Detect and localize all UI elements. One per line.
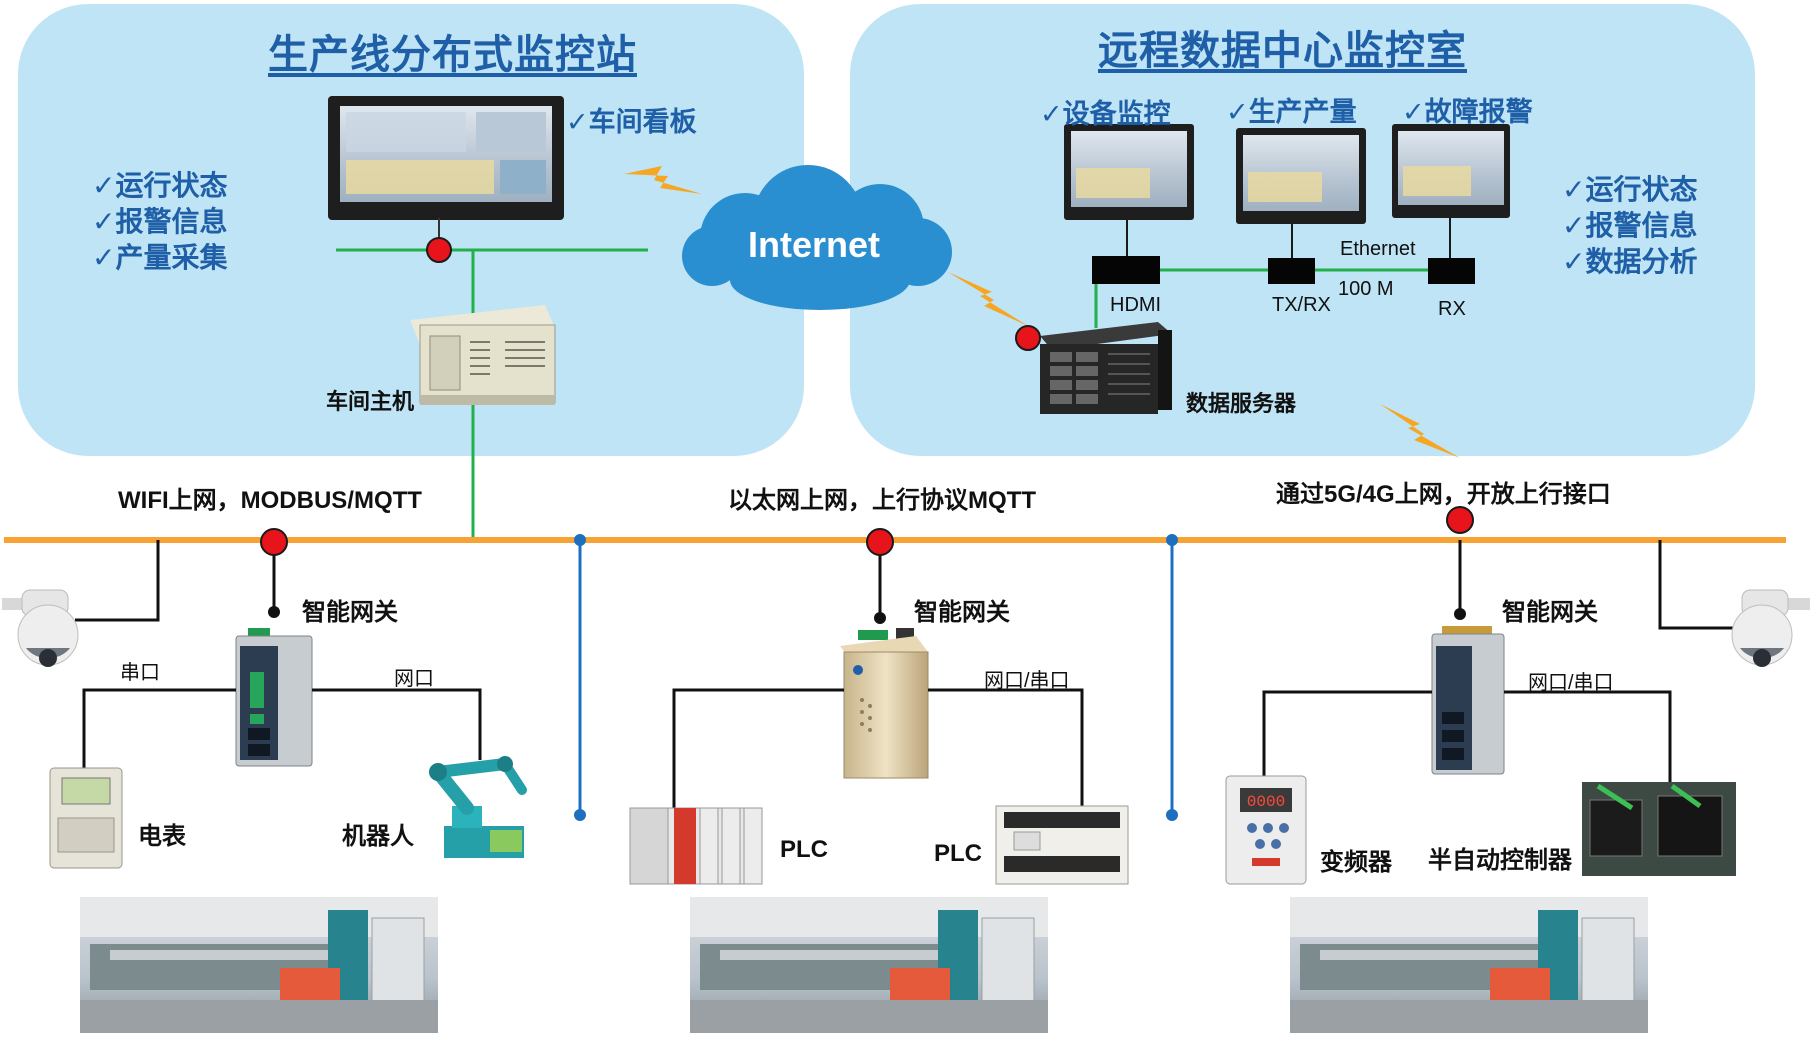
wireless-bolt-server <box>948 272 1028 326</box>
right-feature-1: ✓运行状态 <box>1562 174 1698 205</box>
gateway-left-label: 智能网关 <box>302 599 398 626</box>
uplink-middle-label: 以太网上网，上行协议MQTT <box>728 487 1036 514</box>
monitor-label-equipment: ✓设备监控 <box>1040 99 1171 129</box>
left-station-panel <box>18 4 804 456</box>
camera-left <box>2 589 79 667</box>
inverter-device: 0000 <box>1225 775 1307 885</box>
electric-meter-label: 电表 <box>138 823 186 850</box>
board-node <box>426 237 452 263</box>
robot-arm <box>429 756 527 858</box>
left-feature-3: ✓产量采集 <box>92 242 228 273</box>
monitor-equipment <box>1064 124 1194 220</box>
plc-right-label: PLC <box>934 840 982 867</box>
monitor-label-fault: ✓故障报警 <box>1402 97 1533 127</box>
factory-photo-middle <box>690 897 1048 1033</box>
right-station-title: 远程数据中心监控室 <box>1098 29 1467 73</box>
speed-label: 100 M <box>1338 278 1394 300</box>
gateway-middle-node <box>866 528 894 556</box>
uplink-right-label: 通过5G/4G上网，开放上行接口 <box>1276 481 1611 508</box>
separator-right-bottom <box>1166 809 1178 821</box>
workshop-host-computer <box>410 305 556 405</box>
ethernet-label: Ethernet <box>1340 238 1416 260</box>
inverter-label: 变频器 <box>1320 849 1392 876</box>
txrx-label: TX/RX <box>1272 294 1331 316</box>
camera-left-link <box>75 540 160 622</box>
gateway-middle-label: 智能网关 <box>914 599 1010 626</box>
svg-text:0000: 0000 <box>1247 793 1285 811</box>
separator-left-top <box>574 534 586 546</box>
wireless-bolt-right <box>1380 404 1460 458</box>
internet-label: Internet <box>748 224 881 265</box>
left-feature-1: ✓运行状态 <box>92 170 228 201</box>
gateway-right-node <box>1446 506 1474 534</box>
left-feature-2: ✓报警信息 <box>92 206 228 237</box>
workshop-board-monitor <box>328 96 564 220</box>
server-node <box>1015 325 1041 351</box>
hdmi-port <box>1092 256 1160 284</box>
wireless-bolt-left <box>624 166 702 194</box>
separator-left-bottom <box>574 809 586 821</box>
data-server-label: 数据服务器 <box>1186 391 1297 416</box>
plc-left-device <box>629 807 763 885</box>
semi-auto-controller-label: 半自动控制器 <box>1428 847 1572 874</box>
rx-port <box>1428 258 1475 284</box>
gateway-middle-port-label: 网口/串口 <box>984 670 1070 692</box>
right-feature-2: ✓报警信息 <box>1562 210 1698 241</box>
robot-label: 机器人 <box>342 823 414 850</box>
gateway-left-net-label: 网口 <box>394 668 434 690</box>
monitor-label-output: ✓生产产量 <box>1226 97 1357 127</box>
plc-right-device <box>995 805 1129 885</box>
camera-right <box>1731 589 1810 667</box>
factory-photo-left <box>80 897 438 1033</box>
factory-photo-right <box>1290 897 1648 1033</box>
uplink-left-label: WIFI上网，MODBUS/MQTT <box>118 487 422 514</box>
electric-meter <box>49 767 123 869</box>
workshop-host-label: 车间主机 <box>326 389 415 414</box>
rx-label: RX <box>1438 298 1466 320</box>
gateway-left-node <box>260 528 288 556</box>
data-server <box>1040 322 1172 414</box>
gateway-left <box>235 628 313 767</box>
gateway-right-port-label: 网口/串口 <box>1528 672 1614 694</box>
monitor-fault <box>1392 124 1510 218</box>
left-station-title: 生产线分布式监控站 <box>268 33 637 77</box>
hdmi-label: HDMI <box>1110 294 1162 316</box>
txrx-port <box>1268 258 1315 284</box>
monitor-output <box>1236 128 1366 224</box>
gateway-right <box>1431 626 1505 775</box>
separator-right-top <box>1166 534 1178 546</box>
camera-right-link <box>1658 540 1745 630</box>
gateway-left-serial-label: 串口 <box>120 662 160 684</box>
internet-cloud <box>682 165 952 310</box>
semi-auto-controller-device <box>1582 782 1736 876</box>
plc-left-label: PLC <box>780 836 828 863</box>
gateway-right-label: 智能网关 <box>1502 599 1598 626</box>
gateway-middle <box>840 628 929 779</box>
workshop-board-label: ✓车间看板 <box>566 107 697 137</box>
right-feature-3: ✓数据分析 <box>1562 246 1698 277</box>
